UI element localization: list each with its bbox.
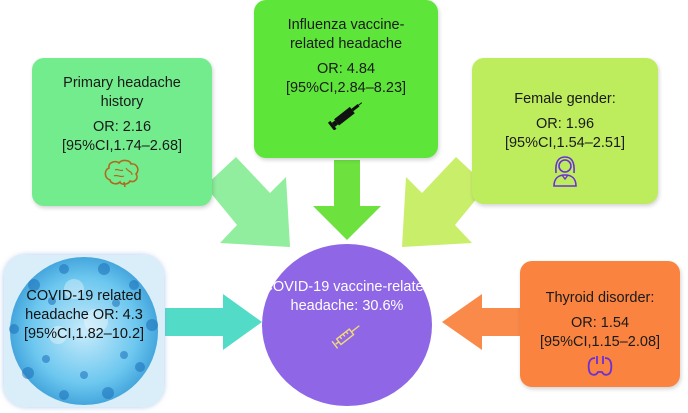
primary-title-line1: Primary headache bbox=[63, 75, 181, 91]
thyroid-ci: [95%CI,1.15–2.08] bbox=[539, 334, 661, 350]
covid-or: OR: 4.3 bbox=[92, 307, 143, 323]
arrow-covid bbox=[165, 294, 262, 350]
center-line2: vaccine-related bbox=[333, 279, 432, 295]
center-line3: headache: bbox=[290, 298, 359, 314]
covid-title-line2: headache bbox=[25, 307, 89, 323]
center-circle: COVID-19 vaccine-related headache: 30.6% bbox=[262, 244, 432, 406]
arrow-primary bbox=[205, 157, 290, 247]
brain-icon bbox=[104, 159, 139, 188]
primary-ci: [95%CI,1.74–2.68] bbox=[61, 138, 183, 154]
female-title: Female gender: bbox=[514, 91, 616, 107]
primary-or: OR: 2.16 bbox=[92, 119, 152, 135]
thyroid-icon bbox=[587, 356, 613, 376]
arrow-influenza bbox=[313, 160, 381, 240]
virus-image bbox=[4, 255, 164, 407]
primary-title-line2: history bbox=[100, 94, 144, 110]
arrow-thyroid bbox=[442, 294, 520, 350]
thyroid-or: OR: 1.54 bbox=[570, 315, 630, 331]
influenza-box: Influenza vaccine- related headache OR: … bbox=[254, 0, 438, 158]
thyroid-title: Thyroid disorder: bbox=[545, 290, 655, 306]
center-percentage: 30.6% bbox=[362, 298, 404, 314]
syringe-outline-icon bbox=[331, 325, 360, 349]
arrow-female bbox=[402, 157, 487, 247]
influenza-or: OR: 4.84 bbox=[316, 61, 376, 77]
influenza-title-line1: Influenza vaccine- bbox=[287, 17, 405, 33]
influenza-ci: [95%CI,2.84–8.23] bbox=[285, 80, 407, 96]
covid-title-line1: COVID-19 related bbox=[26, 288, 142, 304]
syringe-icon bbox=[327, 102, 363, 130]
covid-headache-box: COVID-19 related headache OR: 4.3 [95%CI… bbox=[4, 255, 164, 407]
influenza-title-line2: related headache bbox=[289, 36, 403, 52]
primary-headache-box: Primary headache history OR: 2.16 [95%CI… bbox=[32, 58, 212, 206]
woman-icon bbox=[553, 156, 577, 187]
female-gender-box: Female gender: OR: 1.96 [95%CI,1.54–2.51… bbox=[472, 58, 658, 204]
female-or: OR: 1.96 bbox=[535, 116, 595, 132]
covid-ci: [95%CI,1.82–10.2] bbox=[23, 326, 145, 342]
thyroid-box: Thyroid disorder: OR: 1.54 [95%CI,1.15–2… bbox=[520, 261, 680, 387]
center-line1: COVID-19 bbox=[262, 279, 330, 295]
female-ci: [95%CI,1.54–2.51] bbox=[504, 135, 626, 151]
